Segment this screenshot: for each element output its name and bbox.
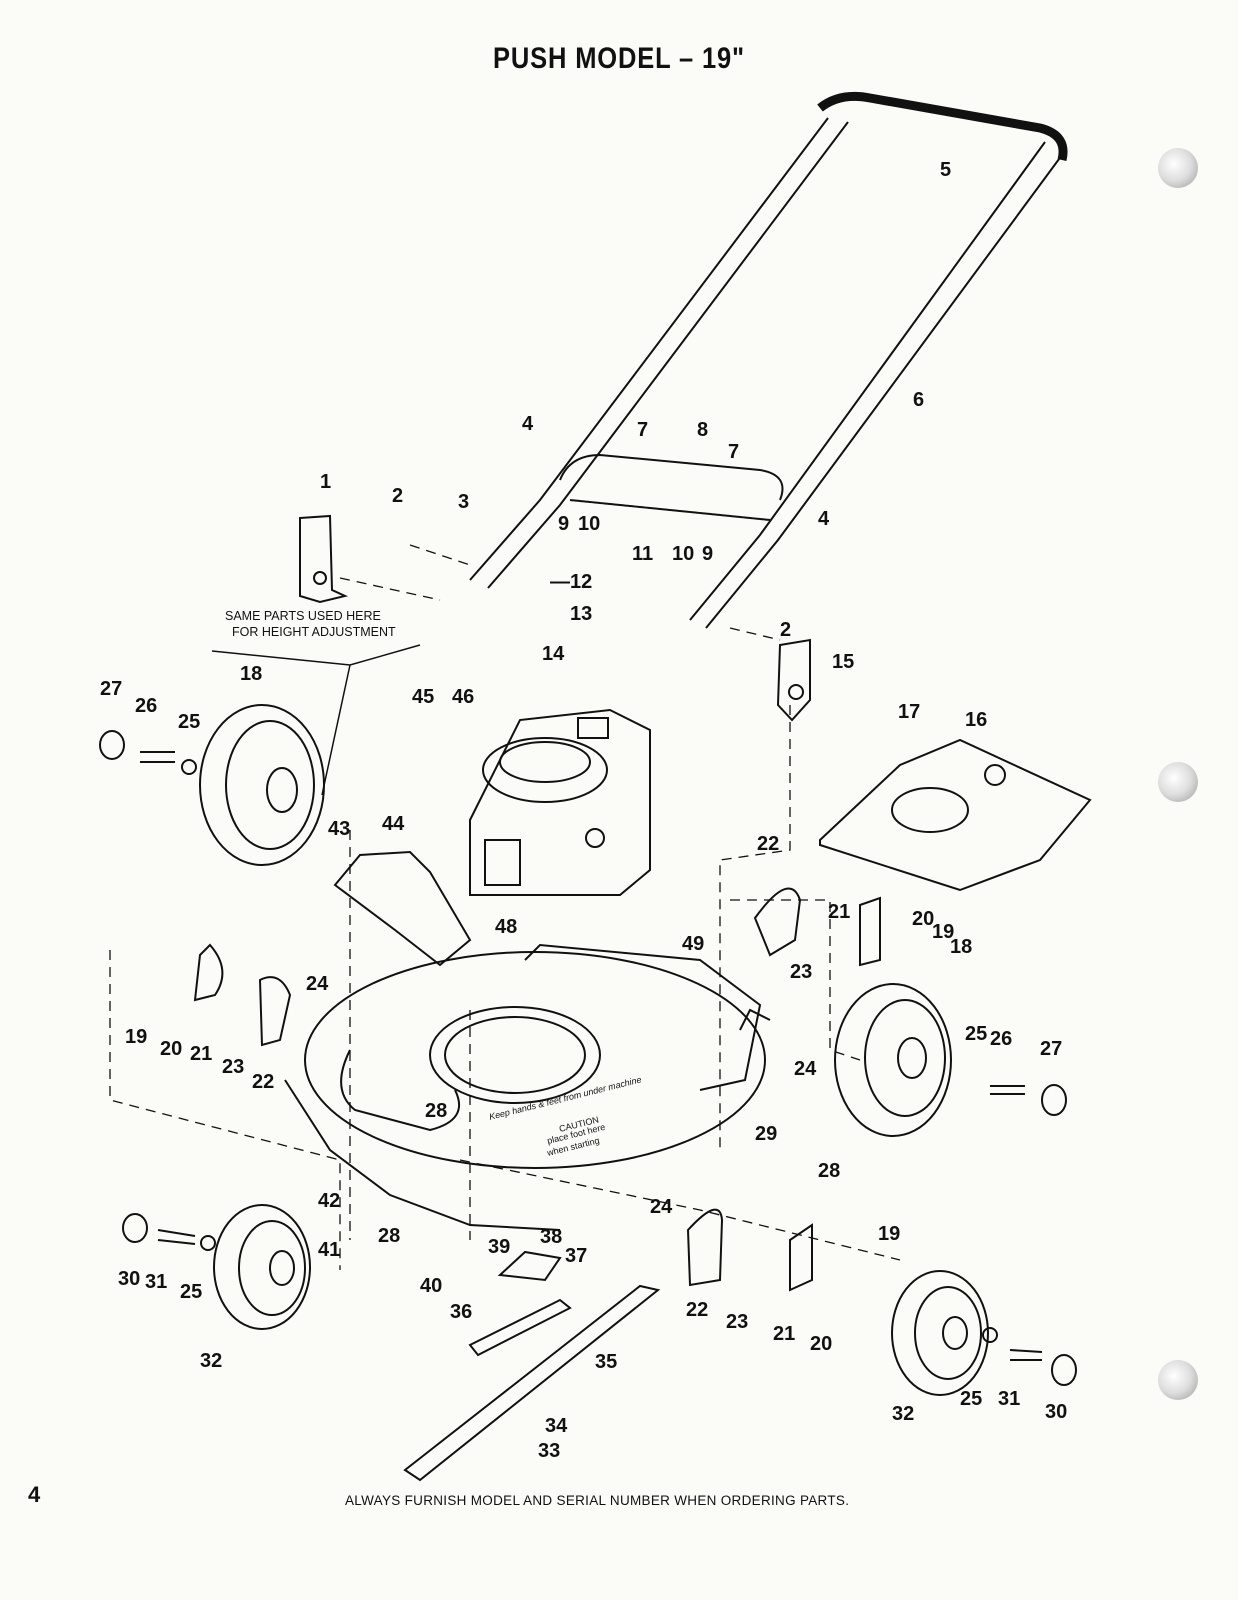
callout-28: 28 bbox=[425, 1100, 447, 1122]
callout-19c: 19 bbox=[878, 1223, 900, 1245]
callout-14: 14 bbox=[542, 643, 565, 665]
callout-49: 49 bbox=[682, 933, 704, 955]
engine-cover bbox=[819, 738, 1092, 892]
callout-10b: 10 bbox=[672, 543, 694, 565]
callout-7: 7 bbox=[637, 419, 648, 441]
callout-24b: 24 bbox=[794, 1058, 817, 1080]
callout-15: 15 bbox=[832, 651, 854, 673]
wheel-front-left bbox=[213, 1204, 311, 1330]
callout-43: 43 bbox=[328, 818, 350, 840]
callout-13: 13 bbox=[570, 603, 592, 625]
callout-30: 30 bbox=[118, 1268, 140, 1290]
callout-5: 5 bbox=[940, 159, 951, 181]
callout-1: 1 bbox=[320, 471, 331, 493]
callout-27b: 27 bbox=[1040, 1038, 1062, 1060]
callout-9: 9 bbox=[558, 513, 569, 535]
callout-31b: 31 bbox=[998, 1388, 1020, 1410]
callout-33: 33 bbox=[538, 1440, 560, 1462]
handle-assembly bbox=[469, 91, 1068, 629]
binder-hole-top bbox=[1158, 148, 1198, 188]
callout-22: 22 bbox=[757, 833, 779, 855]
wheel-rear-right bbox=[834, 983, 952, 1137]
note-line-1: SAME PARTS USED HERE bbox=[225, 609, 381, 623]
callout-26: 26 bbox=[135, 695, 157, 717]
callout-4b: 4 bbox=[818, 508, 830, 530]
callout-2: 2 bbox=[392, 485, 403, 507]
callout-4: 4 bbox=[522, 413, 534, 435]
callout-29: 29 bbox=[755, 1123, 777, 1145]
callout-8: 8 bbox=[697, 419, 708, 441]
callout-2b: 2 bbox=[780, 619, 791, 641]
callout-23: 23 bbox=[790, 961, 812, 983]
callout-11: 11 bbox=[632, 543, 653, 565]
wheel-rear-left bbox=[199, 704, 325, 866]
callout-32b: 32 bbox=[892, 1403, 914, 1425]
callout-48: 48 bbox=[495, 916, 517, 938]
callout-46: 46 bbox=[452, 686, 474, 708]
callout-35: 35 bbox=[595, 1351, 617, 1373]
callout-25c: 25 bbox=[180, 1281, 202, 1303]
callout-41: 41 bbox=[318, 1239, 340, 1261]
callout-21: 21 bbox=[828, 901, 850, 923]
mower-deck bbox=[284, 943, 771, 1231]
callout-45: 45 bbox=[412, 686, 434, 708]
callout-26b: 26 bbox=[990, 1028, 1012, 1050]
callout-labels: 1 2 3 4 5 6 7 8 7 4 9 10 11 10 9 —12 13 … bbox=[100, 159, 1067, 1462]
height-bracket-right bbox=[776, 638, 811, 722]
callout-25b: 25 bbox=[965, 1023, 987, 1045]
callout-31: 31 bbox=[145, 1271, 167, 1293]
callout-39: 39 bbox=[488, 1236, 510, 1258]
callout-21c: 21 bbox=[773, 1323, 795, 1345]
callout-24c: 24 bbox=[650, 1196, 673, 1218]
callout-28c: 28 bbox=[378, 1225, 400, 1247]
callout-20b: 20 bbox=[160, 1038, 182, 1060]
callout-22c: 22 bbox=[686, 1299, 708, 1321]
callout-6: 6 bbox=[913, 389, 924, 411]
callout-37: 37 bbox=[565, 1245, 587, 1267]
callout-40: 40 bbox=[420, 1275, 442, 1297]
callout-25d: 25 bbox=[960, 1388, 982, 1410]
callout-27: 27 bbox=[100, 678, 122, 700]
callout-17: 17 bbox=[898, 701, 920, 723]
binder-hole-middle bbox=[1158, 762, 1198, 802]
callout-34: 34 bbox=[545, 1415, 568, 1437]
height-bracket-left bbox=[299, 514, 349, 604]
page-title: PUSH MODEL – 19" bbox=[493, 42, 745, 75]
callout-38: 38 bbox=[540, 1226, 562, 1248]
callout-16: 16 bbox=[965, 709, 987, 731]
callout-19b: 19 bbox=[125, 1026, 147, 1048]
callout-12: —12 bbox=[550, 571, 592, 593]
callout-21b: 21 bbox=[190, 1043, 212, 1065]
blade bbox=[403, 1250, 661, 1482]
callout-25: 25 bbox=[178, 711, 200, 733]
callout-24: 24 bbox=[306, 973, 329, 995]
callout-22b: 22 bbox=[252, 1071, 274, 1093]
binder-hole-bottom bbox=[1158, 1360, 1198, 1400]
callout-23b: 23 bbox=[222, 1056, 244, 1078]
callout-36: 36 bbox=[450, 1301, 472, 1323]
callout-9b: 9 bbox=[702, 543, 713, 565]
note-line-2: FOR HEIGHT ADJUSTMENT bbox=[232, 625, 396, 639]
callout-10: 10 bbox=[578, 513, 600, 535]
grass-deflector bbox=[333, 850, 472, 967]
callout-20c: 20 bbox=[810, 1333, 832, 1355]
callout-30b: 30 bbox=[1045, 1401, 1067, 1423]
page-number: 4 bbox=[28, 1482, 41, 1507]
callout-28b: 28 bbox=[818, 1160, 840, 1182]
engine bbox=[469, 708, 651, 896]
callout-18: 18 bbox=[240, 663, 262, 685]
callout-18b: 18 bbox=[950, 936, 972, 958]
footer-note: ALWAYS FURNISH MODEL AND SERIAL NUMBER W… bbox=[345, 1493, 850, 1508]
callout-7b: 7 bbox=[728, 441, 739, 463]
wheel-front-right bbox=[891, 1270, 989, 1396]
callout-44: 44 bbox=[382, 813, 405, 835]
callout-32: 32 bbox=[200, 1350, 222, 1372]
callout-42: 42 bbox=[318, 1190, 340, 1212]
callout-19: 19 bbox=[932, 921, 954, 943]
callout-3: 3 bbox=[458, 491, 469, 513]
callout-20: 20 bbox=[912, 908, 934, 930]
callout-23c: 23 bbox=[726, 1311, 748, 1333]
